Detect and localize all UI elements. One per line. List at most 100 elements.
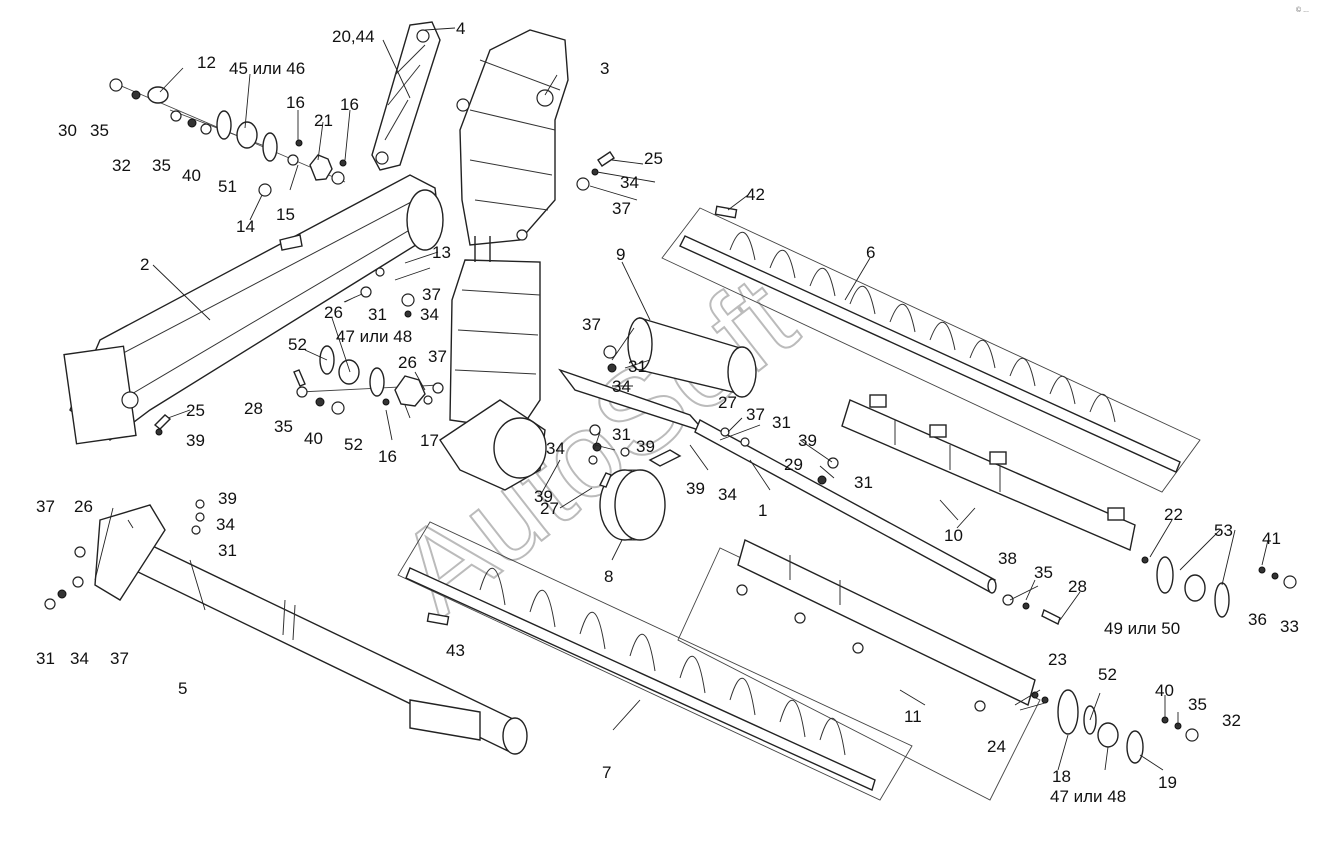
bearing-stack-top-left [109,78,347,197]
callout-35: 35 [274,417,293,436]
callout-18: 18 [1052,767,1071,786]
callout-35: 35 [1188,695,1207,714]
callout-34: 34 [70,649,89,668]
callout-34: 34 [420,305,439,324]
callout-9: 9 [616,245,625,264]
callout-15: 15 [276,205,295,224]
callout-37: 37 [612,199,631,218]
callout-22: 22 [1164,505,1183,524]
callout-34: 34 [612,377,631,396]
callout-16: 16 [340,95,359,114]
part-11-trough [677,539,1041,801]
callout-16: 16 [286,93,305,112]
callout-37: 37 [582,315,601,334]
corner-mark: © ... [1296,6,1309,14]
callout-51: 51 [218,177,237,196]
callout-31: 31 [612,425,631,444]
part-8-ring [599,469,666,541]
callout-39: 39 [686,479,705,498]
callout-37: 37 [746,405,765,424]
callout-30: 30 [58,121,77,140]
callout-16: 16 [378,447,397,466]
callout-26: 26 [74,497,93,516]
callout-7: 7 [602,763,611,782]
callout-10: 10 [944,526,963,545]
part-5-tube [44,499,528,755]
callout-52: 52 [1098,665,1117,684]
callout-37: 37 [36,497,55,516]
callout-49-50: 49 или 50 [1104,619,1180,638]
callout-35: 35 [90,121,109,140]
inlet-elbow [439,345,708,491]
callout-8: 8 [604,567,613,586]
callout-23: 23 [1048,650,1067,669]
callout-26: 26 [324,303,343,322]
callout-42: 42 [746,185,765,204]
callout-53: 53 [1214,521,1233,540]
callout-34: 34 [718,485,737,504]
callout-25: 25 [186,401,205,420]
callout-6: 6 [866,243,875,262]
callout-38: 38 [998,549,1017,568]
callout-4: 4 [456,19,465,38]
part-1-shaft [694,419,1061,625]
callout-39: 39 [798,431,817,450]
part-6-auger [661,205,1201,493]
part-9-tube [627,317,757,398]
callout-47-48: 47 или 48 [336,327,412,346]
callout-47-48: 47 или 48 [1050,787,1126,806]
callout-52: 52 [344,435,363,454]
callout-31: 31 [772,413,791,432]
callout-26: 26 [398,353,417,372]
callout-52: 52 [288,335,307,354]
callout-21: 21 [314,111,333,130]
callout-41: 41 [1262,529,1281,548]
callout-19: 19 [1158,773,1177,792]
misc-hardware [153,151,615,436]
callout-13: 13 [432,243,451,262]
callout-32: 32 [112,156,131,175]
callout-28: 28 [1068,577,1087,596]
callout-27: 27 [718,393,737,412]
callout-31: 31 [36,649,55,668]
callout-45-46: 45 или 46 [229,59,305,78]
part-10-trough [841,394,1136,551]
callout-1: 1 [758,501,767,520]
callout-17: 17 [420,431,439,450]
callout-27: 27 [540,499,559,518]
leader-lines [94,27,1269,771]
callout-33: 33 [1280,617,1299,636]
callout-39: 39 [636,437,655,456]
part-2-housing [63,174,444,445]
callout-29: 29 [784,455,803,474]
callout-39: 39 [534,487,553,506]
bearing-stack-right-lower [1031,689,1199,764]
callout-14: 14 [236,217,255,236]
callout-3: 3 [600,59,609,78]
callout-39: 39 [186,431,205,450]
callout-37: 37 [422,285,441,304]
callout-20-44: 20,44 [332,27,375,46]
callout-5: 5 [178,679,187,698]
part-7-auger [397,521,913,801]
callout-39: 39 [218,489,237,508]
callout-2: 2 [140,255,149,274]
callout-37: 37 [110,649,129,668]
callout-25: 25 [644,149,663,168]
callout-31: 31 [218,541,237,560]
callout-31: 31 [628,357,647,376]
callout-40: 40 [304,429,323,448]
callout-11: 11 [904,707,922,726]
bearing-cluster-middle [296,267,444,415]
callout-31: 31 [854,473,873,492]
callout-34: 34 [620,173,639,192]
callout-34: 34 [216,515,235,534]
callout-36: 36 [1248,610,1267,629]
callout-40: 40 [1155,681,1174,700]
callout-40: 40 [182,166,201,185]
callout-37: 37 [428,347,447,366]
part-4-plate [371,21,441,171]
